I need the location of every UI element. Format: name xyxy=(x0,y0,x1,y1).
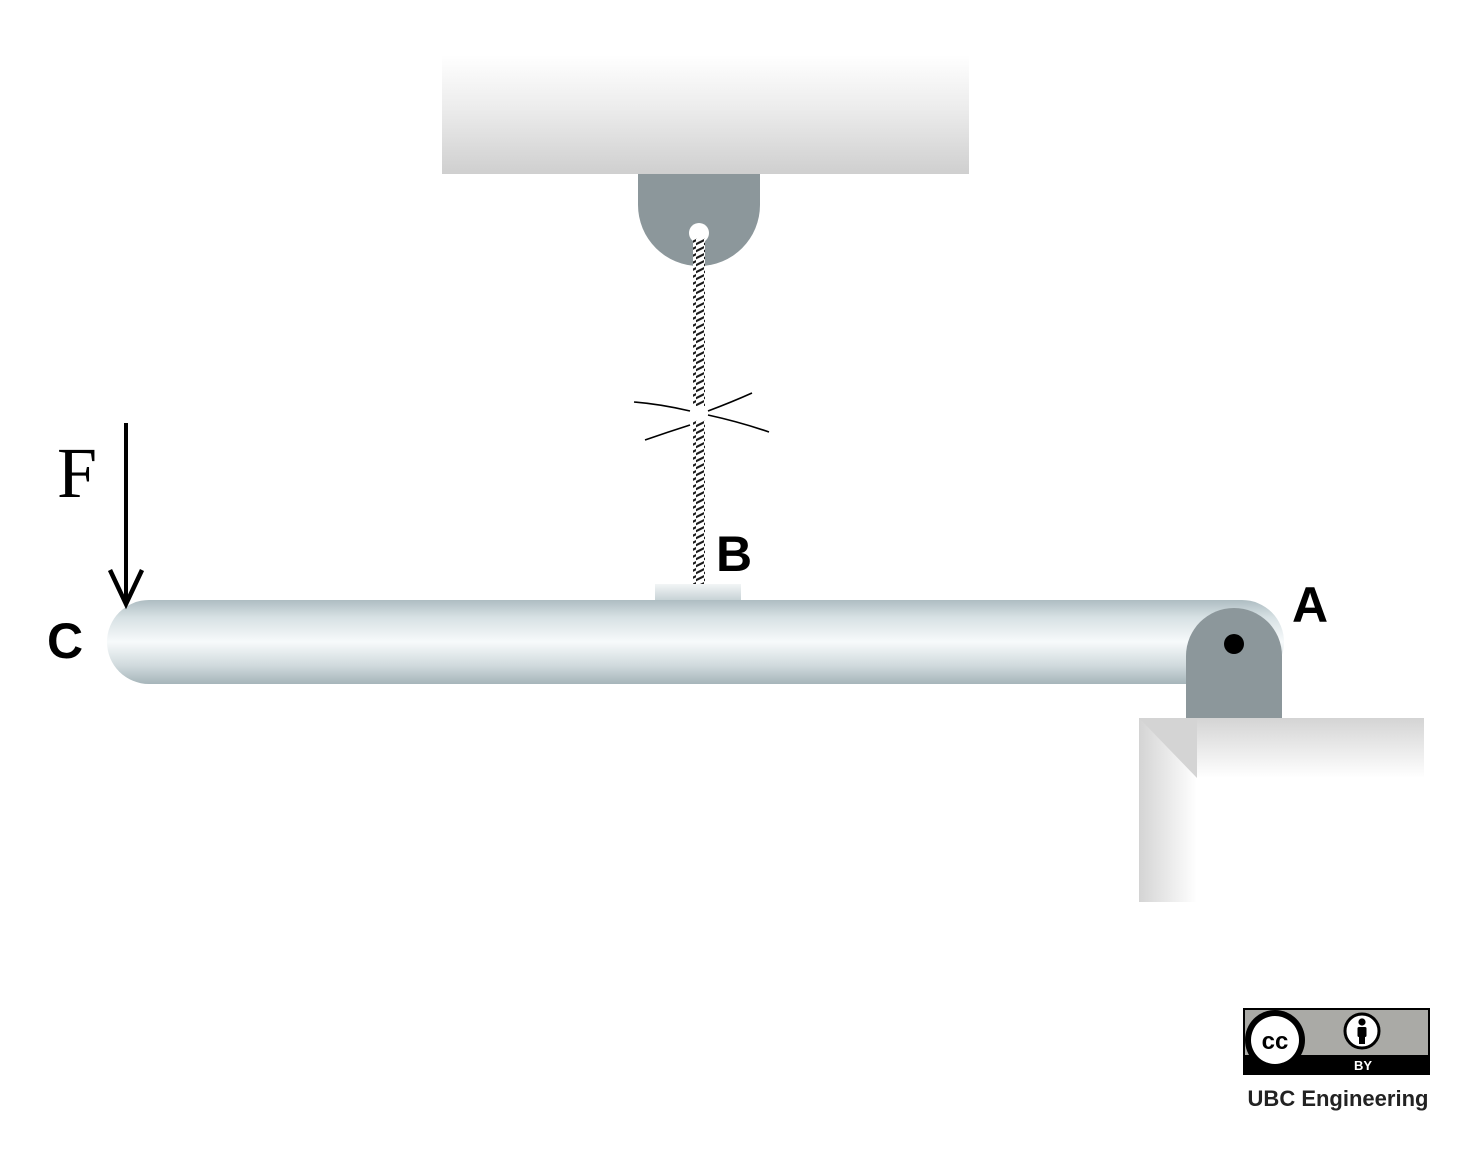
credit-text: UBC Engineering xyxy=(1247,1086,1429,1111)
attribution-person-icon xyxy=(1343,1012,1381,1050)
pin-bracket xyxy=(1186,608,1282,718)
beam xyxy=(107,600,1284,684)
cable-upper xyxy=(693,238,705,406)
license-badge: cc BY xyxy=(1243,1008,1430,1075)
cable-break-icon xyxy=(633,392,770,441)
wall-support xyxy=(1139,718,1424,902)
cable-attachment-plate xyxy=(655,584,741,602)
pin-joint-icon xyxy=(1224,634,1244,654)
license-by-text: BY xyxy=(1354,1058,1372,1073)
cable-lower xyxy=(693,420,705,586)
point-c-label: C xyxy=(47,613,83,669)
cc-icon: cc xyxy=(1245,1010,1305,1070)
point-b-label: B xyxy=(716,526,752,582)
force-label: F xyxy=(57,433,97,513)
ceiling-support xyxy=(442,55,969,174)
point-a-label: A xyxy=(1292,577,1328,633)
force-arrow-icon xyxy=(107,423,145,610)
svg-text:cc: cc xyxy=(1262,1028,1289,1055)
ceiling-bracket xyxy=(638,174,760,266)
